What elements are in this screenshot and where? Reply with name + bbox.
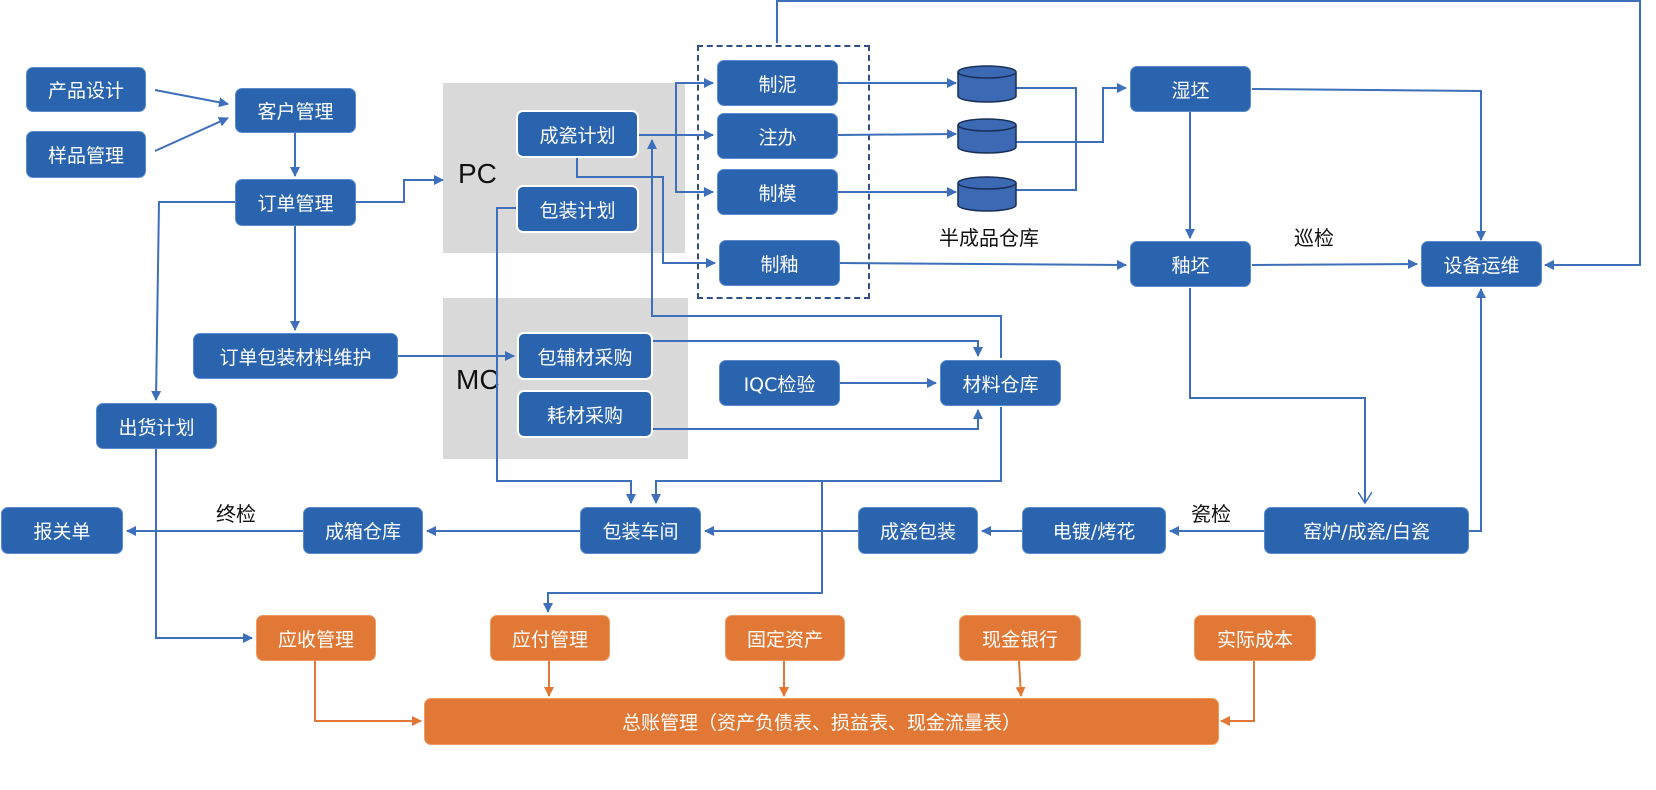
node-iqc[interactable]: IQC检验 [719,360,840,406]
edge-glazed-kiln [1189,288,1365,503]
caption-porcelain-inspection: 瓷检 [1191,502,1231,526]
edge-packplan-workshop [496,207,636,504]
node-mold-making[interactable]: 制模 [717,169,838,215]
database-cylinder-icon [957,176,1017,212]
edge-receivables-ledger [314,661,422,726]
node-order-mgmt[interactable]: 订单管理 [235,179,356,226]
edge-consumable-material [653,409,983,430]
edge-cash-ledger [1015,660,1026,697]
node-general-ledger[interactable]: 总账管理（资产负债表、损益表、现金流量表） [424,698,1219,745]
node-payables[interactable]: 应付管理 [490,615,610,661]
edge-shipping-receivables [155,449,253,643]
edge-material-payables [543,481,823,613]
edge-product-design-customer [154,89,229,108]
node-glazed-blank[interactable]: 釉坯 [1130,241,1251,287]
caption-final-inspection: 终检 [216,502,256,526]
node-carton-warehouse[interactable]: 成箱仓库 [303,507,423,554]
edge-plan-clay [675,78,714,135]
edge-material-plan [647,139,1002,358]
edge-plan-mold [675,135,714,197]
node-order-pack-material[interactable]: 订单包装材料维护 [193,333,398,379]
edge-order-shipping [151,201,235,401]
edge-production-equipment [776,0,1641,270]
node-wet-blank[interactable]: 湿坯 [1130,66,1251,112]
node-equipment-ops[interactable]: 设备运维 [1421,241,1542,287]
node-sample-mgmt[interactable]: 样品管理 [26,131,146,178]
caption-patrol-inspection: 巡检 [1294,226,1334,250]
mc-group-label: MC [456,364,500,395]
edge-slip-warehouse [836,129,957,140]
node-packing-plan[interactable]: 包装计划 [516,185,639,233]
edge-material-workshop [651,407,1002,504]
node-product-design[interactable]: 产品设计 [26,67,146,112]
node-clay-making[interactable]: 制泥 [717,60,838,106]
database-cylinder-icon [957,65,1017,103]
edge-cost-ledger [1220,661,1255,726]
node-cash-bank[interactable]: 现金银行 [959,615,1081,661]
node-packing-workshop[interactable]: 包装车间 [580,507,701,554]
edge-sample-customer [154,117,229,152]
node-glaze-making[interactable]: 制釉 [719,240,840,286]
node-slip-casting[interactable]: 注办 [717,113,838,159]
database-cylinder-icon [957,118,1017,154]
edge-plan-glaze [576,158,716,268]
node-plating-decal[interactable]: 电镀/烤花 [1022,507,1166,554]
node-kiln[interactable]: 窑炉/成瓷/白瓷 [1264,507,1469,554]
node-actual-cost[interactable]: 实际成本 [1194,615,1316,661]
edge-glaze-glazedblank [838,259,1127,270]
node-fixed-assets[interactable]: 固定资产 [725,615,845,661]
node-porcelain-plan[interactable]: 成瓷计划 [516,110,639,158]
caption-semi-finished-warehouse: 半成品仓库 [939,226,1039,250]
node-customer-mgmt[interactable]: 客户管理 [235,88,356,133]
pc-group-label: PC [458,158,497,189]
node-pack-material-purchase[interactable]: 包辅材采购 [517,332,653,380]
edge-warehouse-wetblank [1016,88,1126,191]
edge-packpurchase-material [653,340,983,357]
edge-kiln-equipment [1469,288,1486,532]
node-consumable-purchase[interactable]: 耗材采购 [517,390,653,438]
edge-order-pc [356,175,444,203]
edge-wet-equipment [1251,88,1486,241]
edge-glazed-equipment [1251,259,1418,270]
node-porcelain-packing[interactable]: 成瓷包装 [858,507,978,554]
node-receivables[interactable]: 应收管理 [256,615,376,661]
node-customs-declaration[interactable]: 报关单 [1,507,123,554]
node-shipping-plan[interactable]: 出货计划 [96,403,217,449]
node-material-warehouse[interactable]: 材料仓库 [940,360,1061,406]
production-process-box [697,45,870,299]
